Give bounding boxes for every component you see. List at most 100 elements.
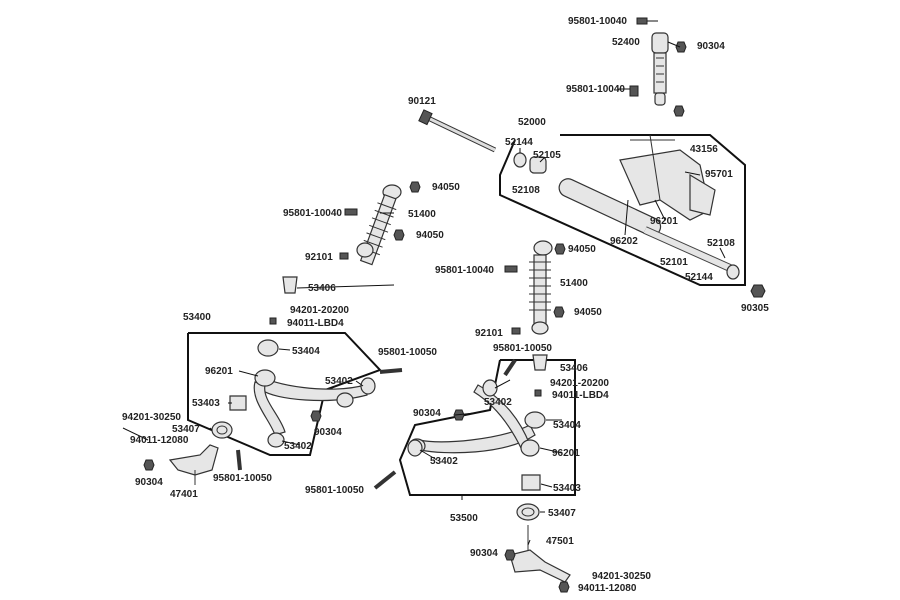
- bushing-52144-b: [726, 264, 740, 280]
- bushing-53404-right: [524, 411, 546, 429]
- label-90305: 90305: [741, 303, 769, 314]
- bolt-left-shock: [344, 208, 358, 216]
- bushing-53403-right: [521, 474, 541, 491]
- label-47401: 47401: [170, 489, 198, 500]
- label-95801-10040-top: 95801-10040: [568, 16, 627, 27]
- part-labels: 95801-10040 52400 90304 95801-10040 9012…: [122, 16, 769, 594]
- label-96202: 96202: [610, 236, 638, 247]
- label-96201-right: 96201: [552, 448, 580, 459]
- label-51400-left: 51400: [408, 209, 436, 220]
- leader-lines: [122, 41, 726, 546]
- label-96201-arm: 96201: [650, 216, 678, 227]
- nut-lower-shock: [673, 105, 685, 117]
- label-51400-right: 51400: [560, 278, 588, 289]
- label-53402-right-a: 53402: [484, 397, 512, 408]
- label-96201-left: 96201: [205, 366, 233, 377]
- label-94011-12080-left: 94011-12080: [130, 435, 189, 446]
- nut-90304-knuckle-left: [143, 459, 155, 471]
- label-53407-left: 53407: [172, 424, 200, 435]
- right-lower-arm: [408, 384, 540, 457]
- nut-90304-knuckle-right: [504, 549, 516, 561]
- nut-top-shock: [675, 41, 687, 53]
- left-shock-absorber: [356, 184, 402, 266]
- bolt-92101-right: [511, 327, 521, 335]
- label-53403-left: 53403: [192, 398, 220, 409]
- nut-94011-12080-right: [558, 581, 570, 593]
- nut-94050-b: [393, 229, 405, 241]
- label-90304-top: 90304: [697, 41, 725, 52]
- shaft-52101: [643, 226, 732, 272]
- lower-arm-left-group-outline: [187, 332, 382, 456]
- nut-94050-c: [554, 243, 566, 255]
- bushing-52144-a: [513, 152, 527, 168]
- bushing-53402-left-a: [360, 377, 376, 395]
- label-95801-10050-right-top: 95801-10050: [493, 343, 552, 354]
- label-53402-left-b: 53402: [284, 441, 312, 452]
- label-90304-left: 90304: [314, 427, 342, 438]
- bushing-53406-right: [532, 354, 548, 371]
- label-53402-right-b: 53402: [430, 456, 458, 467]
- label-52144-b: 52144: [685, 272, 713, 283]
- label-95801-10040-right: 95801-10040: [435, 265, 494, 276]
- bushing-53402-left-b: [267, 432, 285, 448]
- label-53500: 53500: [450, 513, 478, 524]
- label-90304-knuckle-right: 90304: [470, 548, 498, 559]
- label-95701: 95701: [705, 169, 733, 180]
- bushing-53402-right-b: [407, 439, 423, 457]
- label-53404-right: 53404: [553, 420, 581, 431]
- label-52000: 52000: [518, 117, 546, 128]
- bushing-52105: [529, 156, 547, 174]
- bushing-53403-left: [229, 395, 247, 411]
- label-52105: 52105: [533, 150, 561, 161]
- bolt-right-shock: [504, 265, 518, 273]
- rear-shock-absorber: [651, 32, 669, 106]
- lower-arm-right-group-outline: [398, 359, 576, 496]
- knuckle-47501: [509, 525, 571, 583]
- bolt-92101-left: [339, 252, 349, 260]
- label-95801-10040-left: 95801-10040: [283, 208, 342, 219]
- label-53403-right: 53403: [553, 483, 581, 494]
- label-95801-10040-mid: 95801-10040: [566, 84, 625, 95]
- bolt-95801-10050-right-bot: [373, 470, 397, 490]
- label-92101-left: 92101: [305, 252, 333, 263]
- label-47501: 47501: [546, 536, 574, 547]
- label-53406-right: 53406: [560, 363, 588, 374]
- label-53407-right: 53407: [548, 508, 576, 519]
- right-shock-absorber: [529, 240, 553, 335]
- label-94011-12080-right: 94011-12080: [578, 583, 637, 594]
- swingarm-group-outline: [499, 134, 746, 286]
- bushing-53404-left: [257, 339, 279, 357]
- knuckle-47401: [168, 444, 219, 485]
- bolt-95801-10050-left-bot: [236, 449, 242, 471]
- label-52101: 52101: [660, 257, 688, 268]
- label-43156: 43156: [690, 144, 718, 155]
- nut-94011-LBD4-right: [534, 389, 542, 397]
- bushing-53406-left: [282, 276, 298, 294]
- nut-94050-a: [409, 181, 421, 193]
- label-52108-a: 52108: [512, 185, 540, 196]
- bolt-mid-shock: [629, 85, 639, 97]
- label-53400: 53400: [183, 312, 211, 323]
- label-94201-30250-right: 94201-30250: [592, 571, 651, 582]
- axle-bolt-90121: [418, 109, 497, 153]
- label-94201-30250-left: 94201-30250: [122, 412, 181, 423]
- label-53402-left-a: 53402: [325, 376, 353, 387]
- label-95801-10050-left-bot: 95801-10050: [213, 473, 272, 484]
- label-92101-right: 92101: [475, 328, 503, 339]
- label-94011-LBD4-right: 94011-LBD4: [552, 390, 609, 401]
- label-53404-left: 53404: [292, 346, 320, 357]
- swingarm-frame: [558, 134, 716, 237]
- label-90121: 90121: [408, 96, 436, 107]
- label-95801-10050-left-top: 95801-10050: [378, 347, 437, 358]
- label-94050-c: 94050: [568, 244, 596, 255]
- bushing-53402-right-a: [482, 379, 498, 397]
- label-90304-knuckle-left: 90304: [135, 477, 163, 488]
- nut-94050-d: [553, 306, 565, 318]
- bearing-53407-right: [516, 503, 540, 521]
- label-94201-20200-right: 94201-20200: [550, 378, 609, 389]
- label-94201-20200-left: 94201-20200: [290, 305, 349, 316]
- label-94050-d: 94050: [574, 307, 602, 318]
- label-52400: 52400: [612, 37, 640, 48]
